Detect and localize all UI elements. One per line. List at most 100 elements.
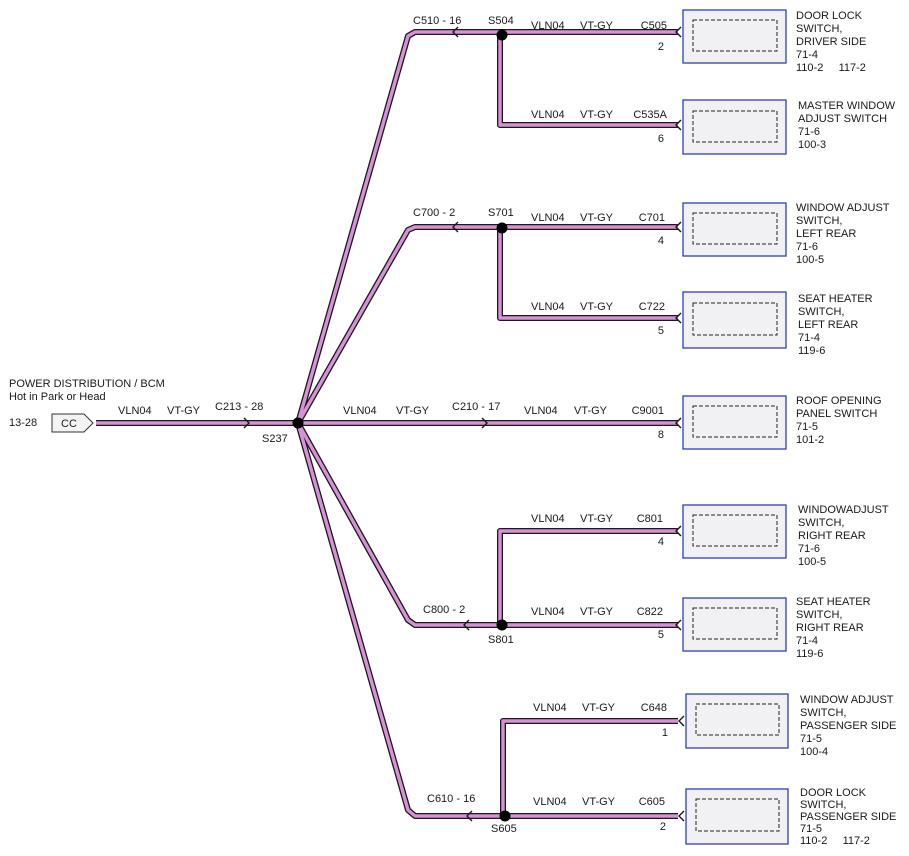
g3-b1-color: VT-GY [574, 405, 608, 417]
g2-b2-connector: C722 [639, 301, 665, 313]
splice-dot [496, 222, 508, 234]
g1-b1-pin: 2 [658, 41, 664, 53]
component-inner-box [695, 703, 780, 736]
connector-arrow-icon [452, 221, 459, 233]
connector-arrow-icon [463, 619, 470, 631]
component-line: SWITCH, [798, 306, 844, 318]
component-line: DOOR LOCK [796, 10, 863, 22]
component-line: 100-3 [798, 139, 826, 151]
component-line: SEAT HEATER [798, 293, 873, 305]
component-inner-box [695, 798, 780, 832]
g1-b1-circuit: VLN04 [531, 20, 565, 32]
component-window-passenger[interactable]: WINDOW ADJUST SWITCH, PASSENGER SIDE 71-… [685, 693, 896, 758]
component-line: SWITCH, [798, 517, 844, 529]
connector-arrow-icon [675, 312, 682, 324]
g4-b2-circuit: VLN04 [531, 606, 565, 618]
trunk-circuit: VLN04 [118, 405, 152, 417]
component-inner-box [692, 514, 778, 547]
component-door-lock-driver[interactable]: DOOR LOCK SWITCH, DRIVER SIDE 71-4 110-2… [682, 9, 866, 74]
component-line: 71-6 [796, 241, 818, 253]
g2-b1-pin: 4 [658, 235, 664, 247]
component-window-left-rear[interactable]: WINDOW ADJUST SWITCH, LEFT REAR 71-6 100… [682, 202, 890, 266]
trunk-splice: S237 [262, 433, 288, 445]
g5-b1-pin: 1 [662, 727, 668, 739]
connector-arrow-icon [675, 221, 682, 233]
g1-b2-color: VT-GY [580, 109, 614, 121]
connector-arrow-icon [466, 810, 473, 822]
g1-splice: S504 [488, 15, 514, 27]
g3-b1-connector: C9001 [632, 405, 664, 417]
g4-b1-pin: 4 [658, 536, 664, 548]
component-roof-opening-panel[interactable]: ROOF OPENING PANEL SWITCH 71-5 101-2 [682, 395, 882, 450]
component-line: RIGHT REAR [798, 530, 866, 542]
g5-b2-connector: C605 [639, 796, 665, 808]
splice-dot [292, 417, 304, 429]
component-box [682, 9, 787, 64]
splice-dot [496, 29, 508, 41]
connector-arrow-icon [675, 417, 682, 429]
wire-segment [296, 225, 678, 424]
component-line: 71-5 [800, 733, 822, 745]
g2-b1-color: VT-GY [580, 212, 614, 224]
marker-layer [243, 26, 685, 822]
component-line: LEFT REAR [798, 319, 858, 331]
connector-arrow-icon [243, 417, 250, 429]
component-inner-box [692, 19, 778, 52]
component-line: WINDOWADJUST [798, 504, 889, 516]
g1-b2-pin: 6 [658, 133, 664, 145]
component-box [682, 202, 787, 257]
connector-arrow-icon [678, 810, 685, 822]
g1-b2-connector: C535A [633, 109, 667, 121]
connector-arrow-icon [678, 715, 685, 727]
g3-b1-circuit: VLN04 [524, 405, 558, 417]
component-line: PASSENGER SIDE [800, 811, 896, 823]
connector-arrow-icon [675, 26, 682, 38]
component-seat-heater-left-rear[interactable]: SEAT HEATER SWITCH, LEFT REAR 71-4 119-6 [682, 291, 873, 357]
component-line: DOOR LOCK [800, 787, 867, 799]
g2-b2-color: VT-GY [580, 301, 614, 313]
component-inner-box [692, 212, 778, 245]
g4-b2-connector: C822 [637, 606, 663, 618]
g2-splice: S701 [488, 207, 514, 219]
g5-b2-pin: 2 [660, 821, 666, 833]
component-line: 71-5 [796, 421, 818, 433]
component-line: ROOF OPENING [796, 395, 882, 407]
g3-mid-color: VT-GY [396, 405, 430, 417]
component-door-lock-passenger[interactable]: DOOR LOCK SWITCH, PASSENGER SIDE 71-5 11… [685, 787, 896, 847]
source-connector[interactable]: CC [51, 413, 94, 433]
g4-b1-circuit: VLN04 [531, 513, 565, 525]
g1-b1-color: VT-GY [580, 20, 614, 32]
component-box [685, 788, 789, 845]
component-seat-heater-right-rear[interactable]: SEAT HEATER SWITCH, RIGHT REAR 71-4 119-… [682, 596, 871, 660]
component-line: RIGHT REAR [796, 622, 864, 634]
component-box [682, 504, 787, 559]
component-line: 110-2 117-2 [800, 835, 870, 847]
component-inner-box [692, 405, 778, 438]
component-box [682, 99, 787, 155]
splice-dot [499, 810, 511, 822]
g4-b1-color: VT-GY [580, 513, 614, 525]
g2-b1-connector: C701 [639, 212, 665, 224]
wire-segment [296, 422, 678, 627]
component-master-window[interactable]: MASTER WINDOW ADJUST SWITCH 71-6 100-3 [682, 99, 896, 155]
component-inner-box [692, 302, 778, 336]
g4-b1-connector: C801 [637, 513, 663, 525]
component-inner-box [692, 607, 778, 640]
component-line: 71-4 [796, 635, 818, 647]
component-line: 71-6 [798, 126, 820, 138]
g5-splice: S605 [491, 823, 517, 835]
component-window-right-rear[interactable]: WINDOWADJUST SWITCH, RIGHT REAR 71-6 100… [682, 504, 889, 568]
component-line: 71-6 [798, 543, 820, 555]
component-line: LEFT REAR [796, 228, 856, 240]
component-box [682, 395, 787, 450]
component-line: SWITCH, [796, 215, 842, 227]
g2-b2-pin: 5 [658, 325, 664, 337]
splice-dot [496, 619, 508, 631]
wire-segment [498, 32, 678, 127]
component-line: WINDOW ADJUST [796, 202, 890, 214]
g4-b2-color: VT-GY [580, 606, 614, 618]
wire-layer [96, 29, 678, 819]
connector-arrow-icon [452, 26, 459, 38]
component-line: PANEL SWITCH [796, 408, 877, 420]
g3-connector: C210 - 17 [452, 401, 500, 413]
